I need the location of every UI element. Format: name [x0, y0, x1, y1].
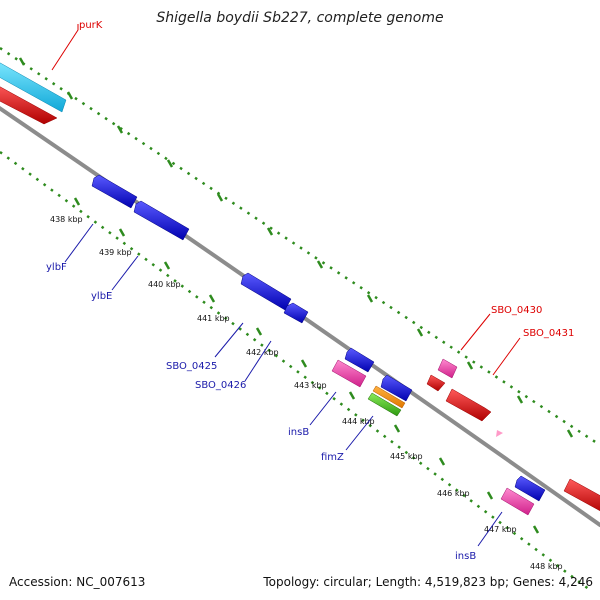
tick-label: 438 kbp	[50, 215, 83, 224]
tick-label: 443 kbp	[294, 381, 327, 390]
forward-label-leaders	[51, 24, 521, 376]
tick-label: 445 kbp	[390, 452, 423, 461]
tick-label: 446 kbp	[437, 489, 470, 498]
gene-label-fimZ: fimZ	[321, 452, 344, 463]
tick-label: 444 kbp	[342, 417, 375, 426]
tick-label: 442 kbp	[246, 348, 279, 357]
gene-label-insB: insB	[455, 551, 476, 562]
gene-label-SBO-0431: SBO_0431	[523, 328, 574, 339]
gene-SBO-0430[interactable]	[437, 358, 458, 379]
gene-insB-2[interactable]	[500, 487, 535, 516]
gene-label-ylbF: ylbF	[46, 262, 67, 273]
gene-SBO-0431[interactable]	[445, 388, 492, 422]
map-title: Shigella boydii Sb227, complete genome	[156, 10, 443, 26]
gene-blue-small-1[interactable]	[344, 347, 375, 373]
outer-tick-marks	[18, 57, 574, 438]
gene-blue-small-2[interactable]	[380, 374, 413, 402]
gene-blue-small-3[interactable]	[514, 475, 546, 502]
gene-label-insB: insB	[288, 427, 309, 438]
gene-SBO-0425[interactable]	[240, 272, 292, 311]
gene-label-SBO-0430: SBO_0430	[491, 305, 542, 316]
inner-tick-marks	[73, 197, 540, 534]
gene-small-pink-arrow[interactable]	[496, 430, 503, 437]
outer-dotted-track	[0, 46, 600, 447]
gene-ylbE[interactable]	[133, 200, 190, 241]
gene-SBO-0426[interactable]	[283, 302, 309, 324]
accession-text: Accession: NC_007613	[9, 575, 145, 589]
inner-dotted-track	[0, 150, 591, 591]
gene-label-SBO-0426: SBO_0426	[195, 380, 246, 391]
gene-label-SBO-0425: SBO_0425	[166, 361, 217, 372]
gene-small-red[interactable]	[426, 374, 446, 392]
tick-label: 448 kbp	[530, 562, 563, 571]
tick-labels: 438 kbp 439 kbp 440 kbp 441 kbp 442 kbp …	[50, 215, 563, 571]
gene-label-ylbE: ylbE	[91, 291, 112, 302]
genome-summary-text: Topology: circular; Length: 4,519,823 bp…	[262, 575, 593, 589]
tick-label: 439 kbp	[99, 248, 132, 257]
tick-label: 440 kbp	[148, 280, 181, 289]
gene-purK[interactable]	[0, 60, 67, 113]
gene-red-upper-left[interactable]	[0, 84, 58, 125]
tick-label: 441 kbp	[197, 314, 230, 323]
gene-orange[interactable]	[372, 385, 406, 409]
gene-label-purK: purK	[79, 20, 103, 31]
gene-insB-1[interactable]	[331, 359, 367, 388]
reverse-label-leaders	[64, 223, 503, 547]
gene-red-right-edge[interactable]	[563, 478, 600, 513]
tick-label: 447 kbp	[484, 525, 517, 534]
gene-ylbF[interactable]	[91, 174, 138, 209]
gene-fimZ[interactable]	[367, 392, 402, 417]
